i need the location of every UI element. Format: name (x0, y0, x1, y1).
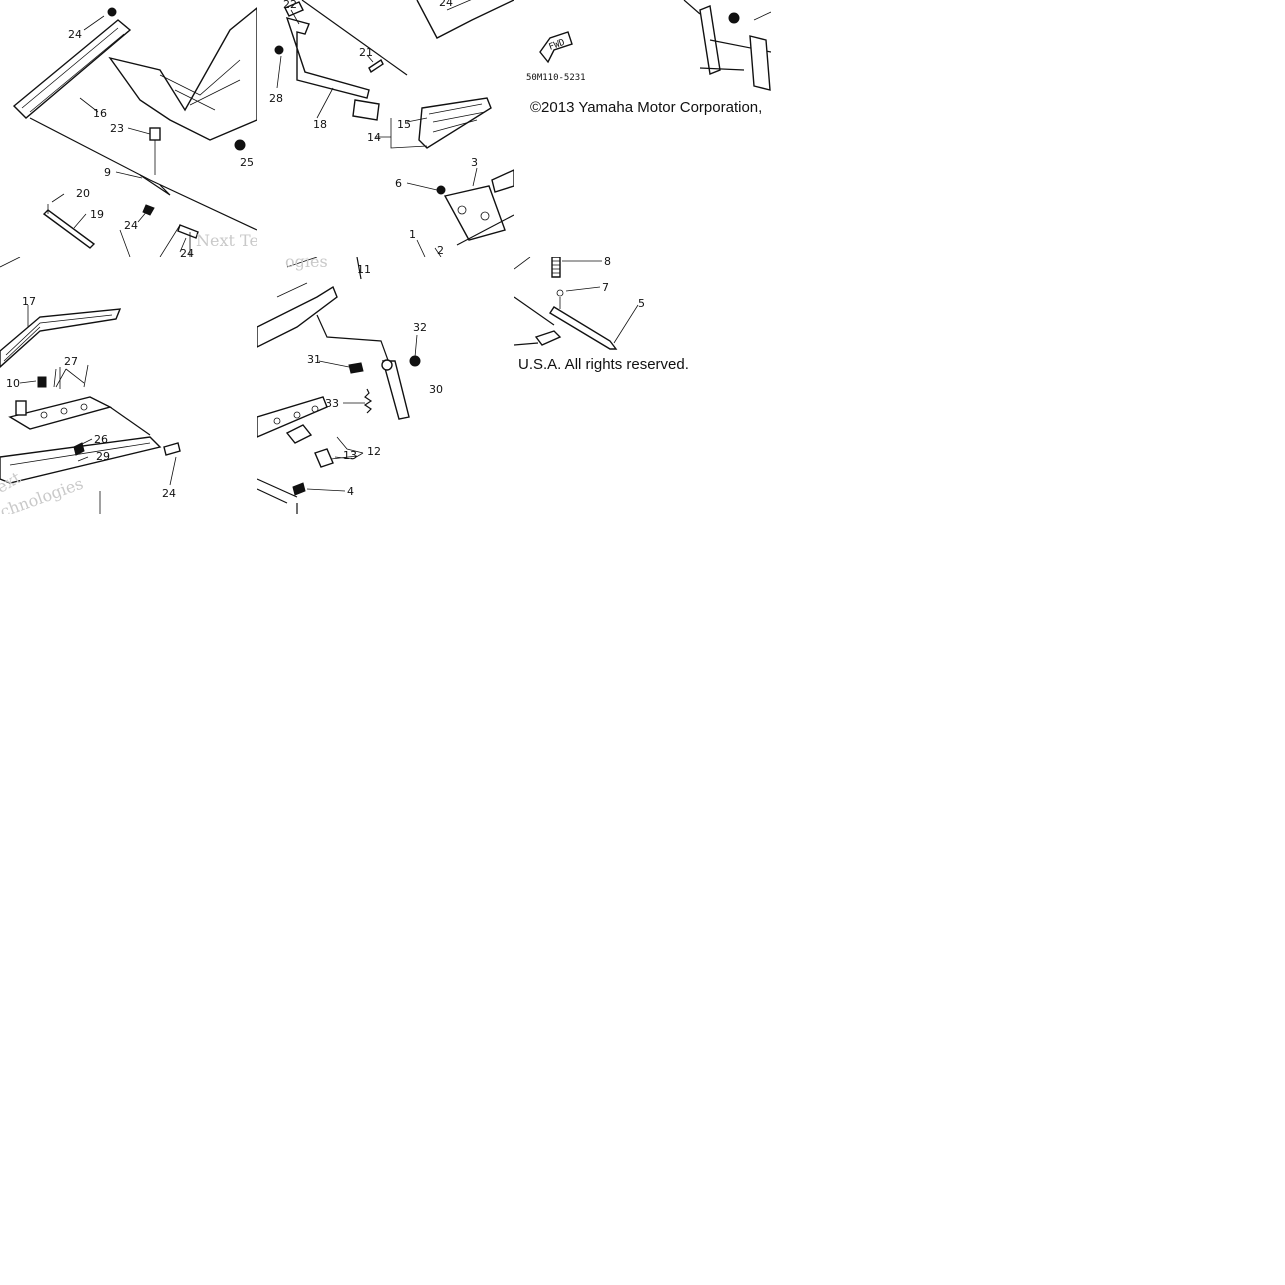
callout-label: 33 (325, 397, 339, 410)
footplate-part (257, 396, 328, 438)
callout-labels: 11 32 31 30 33 12 13 4 (307, 263, 443, 498)
callout-label: 14 (367, 131, 381, 144)
callout-label: 7 (602, 281, 609, 294)
callout-label: 13 (343, 449, 357, 462)
callout-label: 24 (68, 28, 82, 41)
footrest-bar-part (418, 97, 492, 149)
callout-label: 9 (104, 166, 111, 179)
callout-label: 27 (64, 355, 78, 368)
callout-label: 22 (283, 0, 297, 11)
diagram-tile-footrest: 22 24 21 28 18 15 14 3 6 1 2 (257, 0, 514, 257)
shaft-drawing: 8 7 5 (514, 257, 645, 350)
diagram-tile-frame-lower: 17 27 10 26 29 24 ext chnologies (0, 257, 257, 514)
callout-label: 3 (471, 156, 478, 169)
bolt-part (107, 7, 117, 17)
callout-label: 24 (162, 487, 176, 500)
callout-labels: 8 7 5 (602, 257, 645, 310)
copyright-line-2: U.S.A. All rights reserved. (518, 356, 689, 373)
frame-arm-part (257, 285, 338, 348)
diagram-tile-frame-left: 24 16 23 9 25 20 19 24 24 Next Te (0, 0, 257, 257)
callout-label: 26 (94, 433, 108, 446)
diagram-tile-brake-pedal: 11 32 31 30 33 12 13 4 ogies (257, 257, 514, 514)
body-panel-part (108, 7, 257, 141)
callout-label: 10 (6, 377, 20, 390)
callout-label: 18 (313, 118, 327, 131)
callout-label: 31 (307, 353, 321, 366)
frame-left-drawing: 24 16 23 9 25 20 19 24 24 Next Te (12, 7, 257, 257)
pedal-arm-part (285, 16, 370, 99)
bolt-part (149, 127, 161, 141)
part-code-label: 50M110-5231 (526, 73, 586, 83)
watermark-text: ogies (285, 257, 328, 271)
callout-label: 5 (638, 297, 645, 310)
shaft-part (549, 306, 618, 350)
callout-label: 12 (367, 445, 381, 458)
callout-label: 6 (395, 177, 402, 190)
frame-lower-drawing: 17 27 10 26 29 24 ext chnologies (0, 257, 181, 514)
callout-label: 4 (347, 485, 354, 498)
callout-label: 17 (22, 295, 36, 308)
callout-label: 24 (439, 0, 453, 9)
callout-label: 23 (110, 122, 124, 135)
watermark-text: Next Te (196, 231, 257, 250)
linkage-top-drawing: FWD 50M110-5231 (526, 0, 771, 91)
callout-label: 16 (93, 107, 107, 120)
callout-label: 28 (269, 92, 283, 105)
callout-label: 24 (124, 219, 138, 232)
callout-label: 30 (429, 383, 443, 396)
callout-labels: 17 27 10 26 29 24 (6, 295, 176, 500)
footrest-drawing: 22 24 21 28 18 15 14 3 6 1 2 (269, 0, 514, 257)
bolt-part (551, 257, 561, 278)
side-panel-part (0, 308, 122, 368)
pedal-pad-part (534, 330, 562, 346)
copyright-line-1: ©2013 Yamaha Motor Corporation, (530, 99, 763, 116)
callout-label: 8 (604, 257, 611, 268)
bracket-part (443, 185, 506, 241)
callout-label: 11 (357, 263, 371, 276)
callout-label: 21 (359, 46, 373, 59)
forward-arrow-icon: FWD (539, 31, 573, 64)
callout-label: 1 (409, 228, 416, 241)
callout-label: 19 (90, 208, 104, 221)
diagram-tile-shaft: 8 7 5 (514, 257, 771, 514)
pad-part (314, 448, 334, 468)
diagram-tile-linkage-top: FWD 50M110-5231 (514, 0, 771, 257)
brake-pedal-drawing: 11 32 31 30 33 12 13 4 ogies (257, 257, 443, 514)
side-rail-part (12, 19, 132, 119)
callout-label: 20 (76, 187, 90, 200)
callout-label: 2 (437, 244, 444, 257)
callout-label: 24 (180, 247, 194, 257)
callout-label: 32 (413, 321, 427, 334)
callout-labels: 22 24 21 28 18 15 14 3 6 1 2 (269, 0, 478, 257)
callout-label: 25 (240, 156, 254, 169)
rod-part (42, 209, 96, 249)
callout-label: 15 (397, 118, 411, 131)
callout-label: 29 (96, 450, 110, 463)
callout-labels: 24 16 23 9 25 20 19 24 24 (68, 28, 254, 257)
